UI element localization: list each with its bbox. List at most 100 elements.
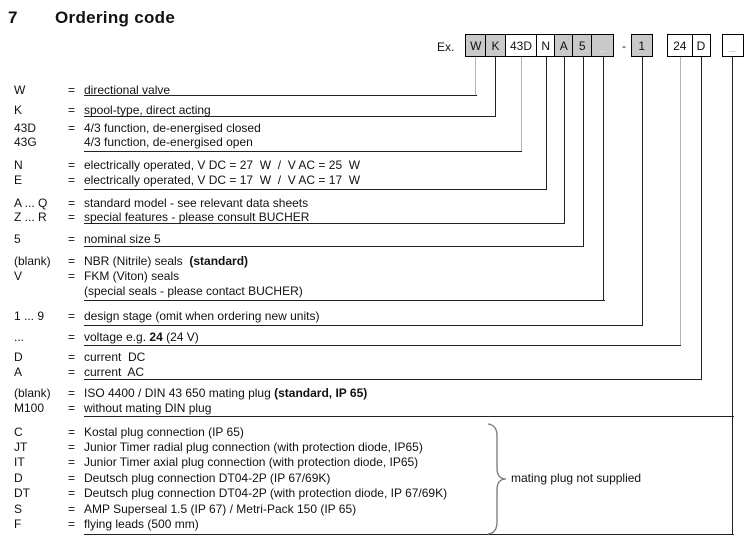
underline-connector [84,300,605,301]
row-code: DT [14,486,30,500]
vertical-connector [732,57,733,535]
row-description: 4/3 function, de-energised closed [84,120,261,135]
row-equals: = [68,440,76,454]
underline-connector [84,95,477,96]
vertical-connector [494,57,496,117]
row-code: W [14,83,26,97]
row-description: Deutsch plug connection DT04-2P (with pr… [84,486,448,500]
row-description: electrically operated, V DC = 27 W / V A… [84,158,361,172]
section-number: 7 [8,8,18,27]
row-equals: = [68,195,76,210]
row-description: NBR (Nitrile) seals (standard) [84,253,249,268]
code-box: A [554,34,574,57]
row-code: Z ... R [14,209,47,224]
row-code: JT [14,440,28,454]
underline-connector [84,150,522,152]
row-code: D [14,349,23,364]
row-code: ... [14,329,25,344]
underline-connector [84,223,565,224]
row-description: spool-type, direct acting [84,103,211,117]
row-equals: = [68,470,76,485]
row-code: M100 [14,400,45,415]
row-equals: = [68,103,76,117]
underline-connector [84,533,734,535]
row-equals: = [68,424,76,439]
brace-label: mating plug not supplied [511,471,642,485]
underline-connector [84,378,702,380]
row-description: nominal size 5 [84,231,161,246]
row-equals: = [68,209,76,224]
group-brace [487,423,507,535]
code-box: N [536,34,556,57]
code-separator: - [622,39,626,53]
vertical-connector [679,57,681,346]
underline-connector [84,415,734,417]
row-code: E [14,172,23,187]
row-equals: = [68,231,76,246]
vertical-connector [475,57,476,96]
code-box: 24 [666,34,693,57]
underline-connector [84,345,681,346]
row-code: N [14,158,23,172]
row-equals: = [68,172,76,187]
row-equals: = [68,364,76,379]
code-box: 43D [504,34,538,57]
vertical-connector [563,57,565,224]
code-box-group: 1 [630,34,653,57]
vertical-connector [545,57,547,190]
row-code: V [14,268,23,283]
underline-connector [84,189,547,190]
row-code: C [14,424,23,439]
row-description: electrically operated, V DC = 17 W / V A… [84,172,361,187]
row-description: current DC [84,349,146,364]
row-description: Kostal plug connection (IP 65) [84,424,244,439]
code-box: 1 [630,34,653,57]
example-label: Ex. [437,40,455,54]
row-equals: = [68,120,76,135]
row-equals: = [68,455,76,469]
row-description: standard model - see relevant data sheet… [84,195,309,210]
code-box: _ [721,34,744,57]
vertical-connector [641,57,643,326]
row-description: flying leads (500 mm) [84,517,199,531]
row-equals: = [68,349,76,364]
row-equals: = [68,400,76,415]
code-box: 5 [572,34,593,57]
row-equals: = [68,486,76,500]
row-description: design stage (omit when ordering new uni… [84,308,320,323]
row-description: AMP Superseal 1.5 (IP 67) / Metri-Pack 1… [84,501,357,516]
row-code: (blank) [14,253,51,268]
code-box: _ [591,34,614,57]
row-description: directional valve [84,83,171,97]
vertical-connector [520,57,522,152]
row-code: D [14,470,23,485]
vertical-connector [603,57,604,301]
row-description: special features - please consult BUCHER [84,209,310,224]
row-equals: = [68,501,76,516]
row-description: Junior Timer axial plug connection (with… [84,455,419,469]
row-code: A [14,364,23,379]
row-code: IT [14,455,25,469]
row-equals: = [68,158,76,172]
row-description: voltage e.g. 24 (24 V) [84,329,199,344]
row-code: 1 ... 9 [14,308,45,323]
row-code: (blank) [14,385,51,400]
row-code: 43D [14,120,37,135]
row-equals: = [68,517,76,531]
row-description: Junior Timer radial plug connection (wit… [84,440,423,454]
code-box-group: _ [721,34,744,57]
row-description: 4/3 function, de-energised open [84,134,253,149]
underline-connector [84,115,496,117]
code-box: K [485,34,506,57]
page-title: Ordering code [55,8,176,27]
vertical-connector [582,57,584,247]
row-equals: = [68,253,76,268]
row-code: S [14,501,23,516]
row-description: (special seals - please contact BUCHER) [84,283,303,298]
row-equals: = [68,385,76,400]
row-equals: = [68,268,76,283]
row-code: 5 [14,231,21,246]
underline-connector [84,245,584,247]
underline-connector [84,325,643,326]
